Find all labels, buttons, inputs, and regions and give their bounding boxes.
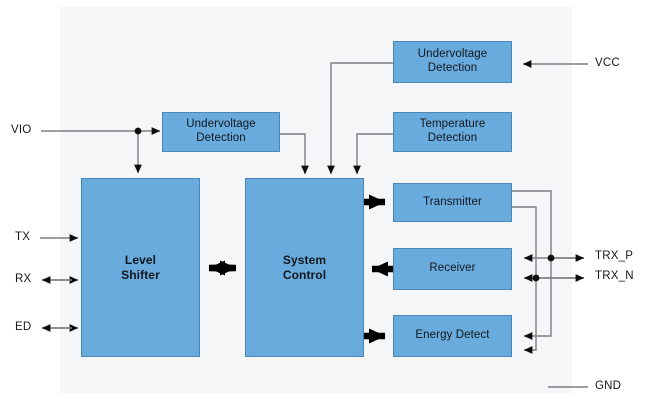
block-undervoltage-detection-vio[interactable]: Undervoltage Detection xyxy=(162,112,280,152)
block-system-control[interactable]: System Control xyxy=(245,178,364,357)
pin-label-trx-p: TRX_P xyxy=(595,250,634,262)
pin-label-gnd: GND xyxy=(595,380,622,392)
pin-label-vcc: VCC xyxy=(595,57,620,69)
pin-label-rx: RX xyxy=(15,273,32,285)
block-energy-detect[interactable]: Energy Detect xyxy=(393,315,512,357)
pin-label-ed: ED xyxy=(15,321,32,333)
block-transmitter[interactable]: Transmitter xyxy=(393,183,512,222)
block-receiver[interactable]: Receiver xyxy=(393,248,512,290)
pin-label-trx-n: TRX_N xyxy=(595,270,634,282)
pin-label-vio: VIO xyxy=(11,124,32,136)
pin-label-tx: TX xyxy=(15,231,31,243)
block-temperature-detection[interactable]: Temperature Detection xyxy=(393,112,512,152)
block-level-shifter[interactable]: Level Shifter xyxy=(81,178,200,357)
block-undervoltage-detection-vcc[interactable]: Undervoltage Detection xyxy=(393,41,512,83)
